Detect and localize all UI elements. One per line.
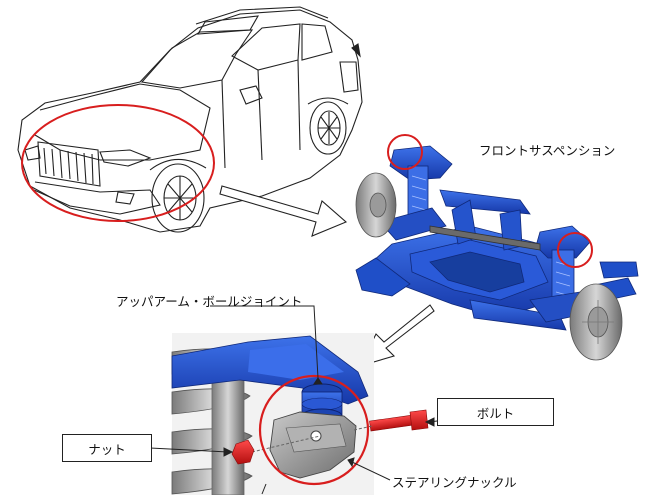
arrow-suspension-to-detail <box>358 304 435 367</box>
bolt-part <box>353 409 429 432</box>
ball-joint <box>301 383 343 424</box>
label-front-suspension: フロントサスペンション <box>479 143 616 158</box>
label-steering-knuckle: ステアリングナックル <box>392 475 517 490</box>
front-suspension-assembly <box>355 145 639 361</box>
highlight-circle-suspension-right <box>557 232 593 268</box>
highlight-ellipse-car-front <box>21 104 215 222</box>
highlight-circle-detail <box>258 374 370 486</box>
highlight-circle-suspension-left <box>387 134 423 170</box>
suv-line-drawing <box>17 6 363 233</box>
label-upper-arm-ball-joint: アッパアーム・ボールジョイント <box>116 294 303 309</box>
label-nut: ナット <box>62 434 152 462</box>
label-bolt: ボルト <box>437 398 554 426</box>
arrow-car-to-suspension <box>219 185 348 237</box>
detail-closeup <box>171 333 429 495</box>
leader-lines <box>149 305 438 495</box>
nut-part <box>231 439 255 465</box>
